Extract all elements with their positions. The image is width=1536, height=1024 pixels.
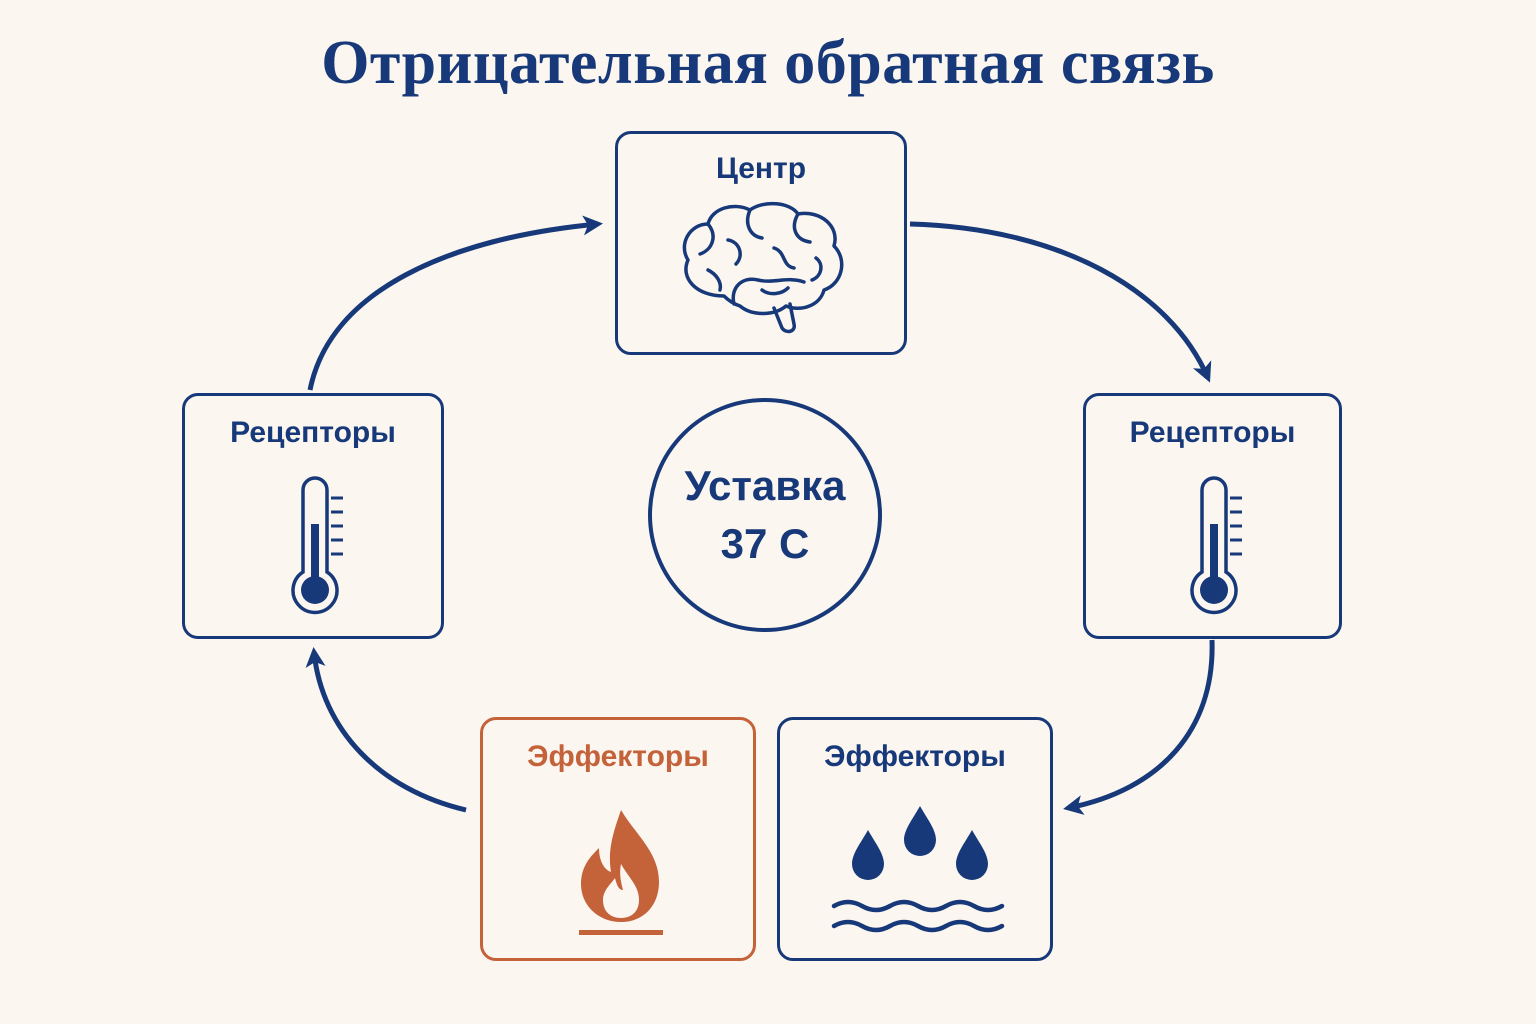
- effectors-heat-label: Эффекторы: [527, 740, 709, 773]
- arrow-effectors-to-receptors: [305, 647, 467, 813]
- receptors-left-box: Рецепторы: [182, 393, 444, 639]
- flame-icon: [579, 810, 663, 935]
- setpoint-label: Уставка: [684, 462, 846, 509]
- arrow-receptors-to-center: [307, 215, 603, 391]
- center-label: Центр: [715, 152, 807, 185]
- thermometer-icon: [291, 476, 343, 615]
- arrow-receptors-to-effectors: [1063, 639, 1215, 815]
- setpoint-value: 37 С: [720, 520, 810, 567]
- effectors-heat-box: Эффекторы: [480, 717, 756, 961]
- receptors-right-box: Рецепторы: [1083, 393, 1342, 639]
- receptors-right-label: Рецепторы: [1129, 416, 1296, 449]
- thermometer-icon: [1190, 476, 1242, 615]
- setpoint-circle: Уставка 37 С: [648, 398, 882, 632]
- water-drops-icon: [831, 806, 1005, 933]
- center-box: Центр: [615, 131, 907, 355]
- effectors-water-box: Эффекторы: [777, 717, 1053, 961]
- diagram-title: Отрицательная обратная связь: [321, 29, 1215, 97]
- arrow-center-to-receptors: [909, 221, 1212, 383]
- brain-icon: [682, 201, 844, 334]
- effectors-water-label: Эффекторы: [824, 740, 1006, 773]
- receptors-left-label: Рецепторы: [230, 416, 396, 449]
